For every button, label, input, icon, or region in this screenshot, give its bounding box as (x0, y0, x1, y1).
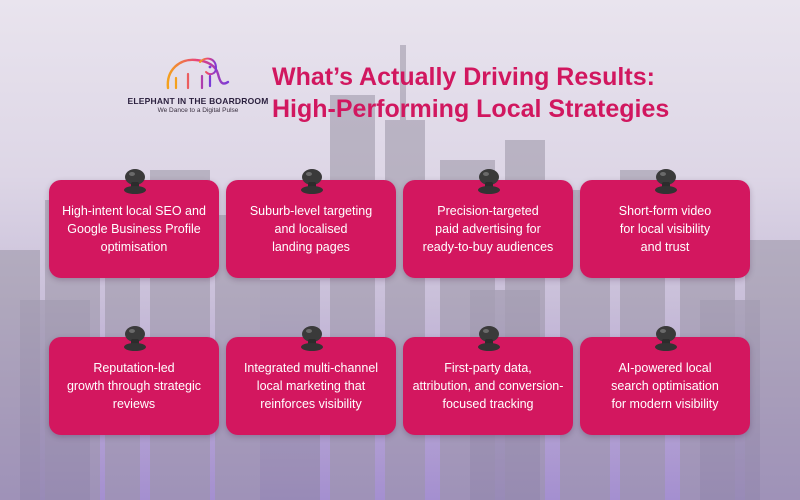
push-pin-icon (655, 169, 677, 194)
strategy-card: Precision-targeted paid advertising for … (403, 180, 573, 278)
push-pin-icon (124, 326, 146, 351)
title-line-2: High-Performing Local Strategies (272, 95, 670, 123)
elephant-logo-icon (166, 57, 230, 90)
strategy-card-text: First-party data, attribution, and conve… (412, 361, 564, 411)
push-pin-icon (124, 169, 146, 194)
push-pin-icon (478, 169, 500, 194)
strategy-card: Integrated multi-channel local marketing… (226, 337, 396, 435)
push-pin-icon (478, 326, 500, 351)
strategy-card: Reputation-led growth through strategic … (49, 337, 219, 435)
logo-tagline: We Dance to a Digital Pulse (157, 107, 239, 114)
strategy-card-text: AI-powered local search optimisation for… (611, 361, 719, 411)
strategy-card: High-intent local SEO and Google Busines… (49, 180, 219, 278)
strategy-card: Short-form video for local visibility an… (580, 180, 750, 278)
push-pin-icon (301, 169, 323, 194)
strategy-card-text: Reputation-led growth through strategic … (66, 361, 202, 411)
title-line-1: What’s Actually Driving Results: (272, 63, 655, 91)
strategy-card: First-party data, attribution, and conve… (403, 337, 573, 435)
strategy-card-text: Precision-targeted paid advertising for … (422, 204, 554, 254)
strategy-card-text: Integrated multi-channel local marketing… (243, 361, 379, 411)
push-pin-icon (655, 326, 677, 351)
logo-name: ELEPHANT IN THE BOARDROOM (127, 96, 269, 106)
push-pin-icon (301, 326, 323, 351)
strategy-card-text: Short-form video for local visibility an… (618, 204, 712, 254)
strategy-card-text: Suburb-level targeting and localised lan… (249, 204, 373, 254)
page-title: What’s Actually Driving Results: High-Pe… (272, 61, 792, 125)
strategy-card: Suburb-level targeting and localised lan… (226, 180, 396, 278)
strategy-card-text: High-intent local SEO and Google Busines… (62, 204, 206, 254)
strategy-card: AI-powered local search optimisation for… (580, 337, 750, 435)
company-logo: ELEPHANT IN THE BOARDROOM We Dance to a … (118, 52, 278, 122)
